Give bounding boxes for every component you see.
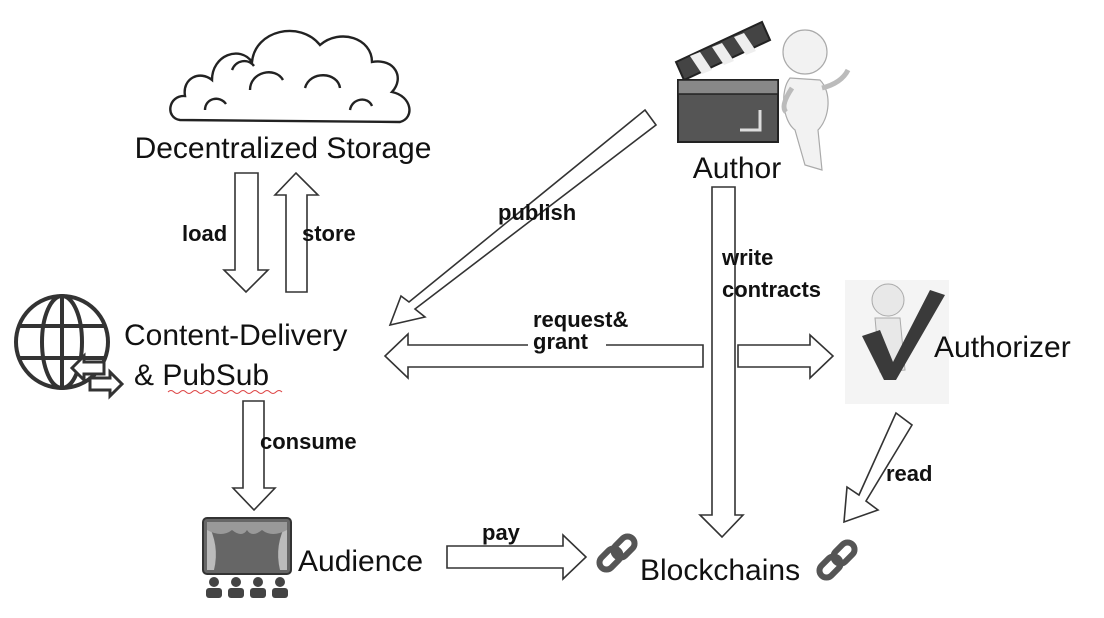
write-edge-label-line1: write — [721, 245, 773, 270]
cloud-icon — [169, 29, 411, 124]
pay-arrow — [446, 533, 588, 581]
exchange-arrows-icon — [69, 352, 125, 400]
write-edge-label-line2: contracts — [722, 277, 821, 302]
spellcheck-underline — [167, 390, 283, 394]
cdn-label-line1: Content-Delivery — [124, 319, 347, 352]
authorizer-label: Authorizer — [934, 331, 1071, 364]
author-label: Author — [693, 152, 781, 185]
store-arrow — [273, 171, 320, 293]
person-icon — [781, 29, 851, 171]
chain-link-icon — [596, 533, 638, 573]
load-edge-label: load — [182, 221, 227, 246]
request-arrow — [737, 333, 835, 380]
write-contracts-arrow — [698, 186, 745, 539]
globe-icon — [14, 294, 110, 390]
request-edge-label-line2: grant — [533, 329, 589, 354]
blockchains-label: Blockchains — [640, 554, 800, 587]
publish-edge-label: publish — [498, 200, 576, 225]
read-edge-label: read — [886, 461, 932, 486]
request-label-bg — [528, 318, 606, 362]
read-arrow — [843, 411, 914, 524]
checkmark-person-icon — [845, 280, 949, 404]
cdn-label-line2: & PubSub — [134, 359, 269, 392]
chain-link-icon — [816, 539, 858, 581]
load-arrow — [222, 172, 270, 294]
store-edge-label: store — [302, 221, 356, 246]
audience-label: Audience — [298, 545, 423, 578]
publish-arrow — [388, 108, 658, 327]
pay-edge-label: pay — [482, 520, 521, 545]
theater-stage-icon — [202, 517, 292, 598]
consume-arrow — [231, 400, 277, 512]
request-edge-label-line1: request& — [533, 307, 628, 332]
consume-edge-label: consume — [260, 429, 357, 454]
clapperboard-icon — [674, 20, 779, 143]
storage-label: Decentralized Storage — [135, 132, 432, 165]
